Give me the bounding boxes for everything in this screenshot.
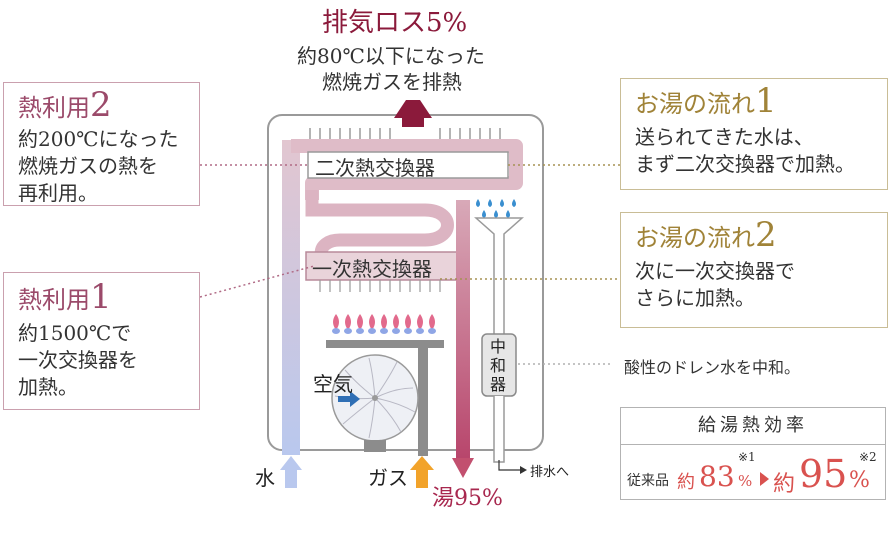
- efficiency-box: 給湯熱効率 従来品 約 83 % ※1 約 95 % ※2: [620, 407, 886, 500]
- heat-card-2-line3: 再利用。: [18, 181, 98, 205]
- drain-label: 排水へ: [530, 465, 570, 480]
- fan: [331, 354, 419, 442]
- heat-card-1-title: 熱利用: [18, 286, 90, 314]
- burner-plate: [326, 340, 444, 348]
- flow-card-2-line1: 次に一次交換器で: [635, 259, 795, 283]
- hot-water-pipe: [456, 200, 470, 458]
- gas-arrow-stem: [416, 468, 428, 488]
- neutralizer-note: 酸性のドレン水を中和。: [624, 358, 801, 377]
- heat-card-1-line1: 約1500℃で: [18, 321, 132, 345]
- leader-lines: [199, 164, 620, 365]
- arrow-right-icon: [760, 472, 769, 486]
- water-drops: [476, 199, 516, 218]
- neutralizer-label: 中 和 器: [490, 337, 507, 394]
- hot-water-label: 湯95%: [432, 486, 503, 511]
- heat-card-1-line3: 加熱。: [18, 375, 78, 399]
- exhaust-line1: 約80℃以下になった: [297, 44, 485, 68]
- efficiency-title: 給湯熱効率: [621, 408, 885, 445]
- drain-arrow: [498, 460, 520, 471]
- secondary-exchanger-pipe: [291, 139, 523, 200]
- burner-flames: [332, 314, 436, 334]
- secondary-exchanger-label: 二次熱交換器: [315, 156, 435, 180]
- hot-water-arrow: [452, 458, 474, 478]
- drain-pipe: [493, 396, 505, 463]
- heat-card-1-line2: 一次交換器を: [18, 348, 138, 372]
- flow-card-1-title: お湯の流れ: [635, 90, 755, 118]
- flow-card-1-number: 1: [755, 81, 777, 121]
- air-label: 空気: [313, 372, 353, 396]
- heat-card-2-title: 熱利用: [18, 94, 90, 122]
- gas-label: ガス: [368, 466, 408, 490]
- secondary-exchanger-box: [307, 151, 509, 179]
- gas-arrow: [410, 456, 434, 470]
- primary-exchanger-fins: [319, 280, 441, 292]
- heat-card-2-line2: 燃焼ガスの熱を: [18, 154, 158, 178]
- new-percent: %: [849, 468, 870, 493]
- flow-card-1-line1: 送られてきた水は、: [635, 125, 814, 149]
- exhaust-title: 排気ロス5%: [322, 8, 468, 38]
- old-percent: %: [738, 472, 753, 490]
- old-approx: 約: [677, 472, 695, 493]
- primary-exchanger-label: 一次熱交換器: [312, 257, 432, 281]
- gas-pipe: [418, 346, 428, 456]
- exhaust-arrow: [394, 100, 432, 127]
- heat-card-2-number: 2: [90, 85, 112, 125]
- flow-card-1: お湯の流れ1 送られてきた水は、 まず二次交換器で加熱。: [620, 78, 888, 190]
- heat-card-1-number: 1: [90, 277, 112, 317]
- air-arrow: [338, 391, 360, 407]
- new-approx: 約: [773, 472, 796, 497]
- flow-card-2-title: お湯の流れ: [635, 224, 755, 252]
- heat-card-1: 熱利用1 約1500℃で 一次交換器を 加熱。: [3, 272, 200, 410]
- exhaust-line2: 燃焼ガスを排熱: [322, 70, 462, 94]
- heat-card-2-line1: 約200℃になった: [18, 127, 179, 151]
- new-value: 95: [799, 452, 848, 496]
- flow-card-1-line2: まず二次交換器で加熱。: [635, 152, 855, 176]
- water-inlet-pipe: [282, 140, 300, 455]
- flow-card-2-line2: さらに加熱。: [635, 286, 755, 310]
- water-arrow: [280, 456, 302, 470]
- old-product-label: 従来品: [627, 473, 669, 489]
- old-value: 83: [699, 460, 735, 493]
- water-label: 水: [255, 466, 275, 490]
- note2-marker: ※2: [859, 450, 877, 464]
- heat-card-2: 熱利用2 約200℃になった 燃焼ガスの熱を 再利用。: [3, 82, 200, 206]
- note1-marker: ※1: [738, 450, 756, 464]
- flow-card-2-number: 2: [755, 215, 777, 255]
- fan-duct: [364, 440, 386, 452]
- flow-card-2: お湯の流れ2 次に一次交換器で さらに加熱。: [620, 212, 888, 328]
